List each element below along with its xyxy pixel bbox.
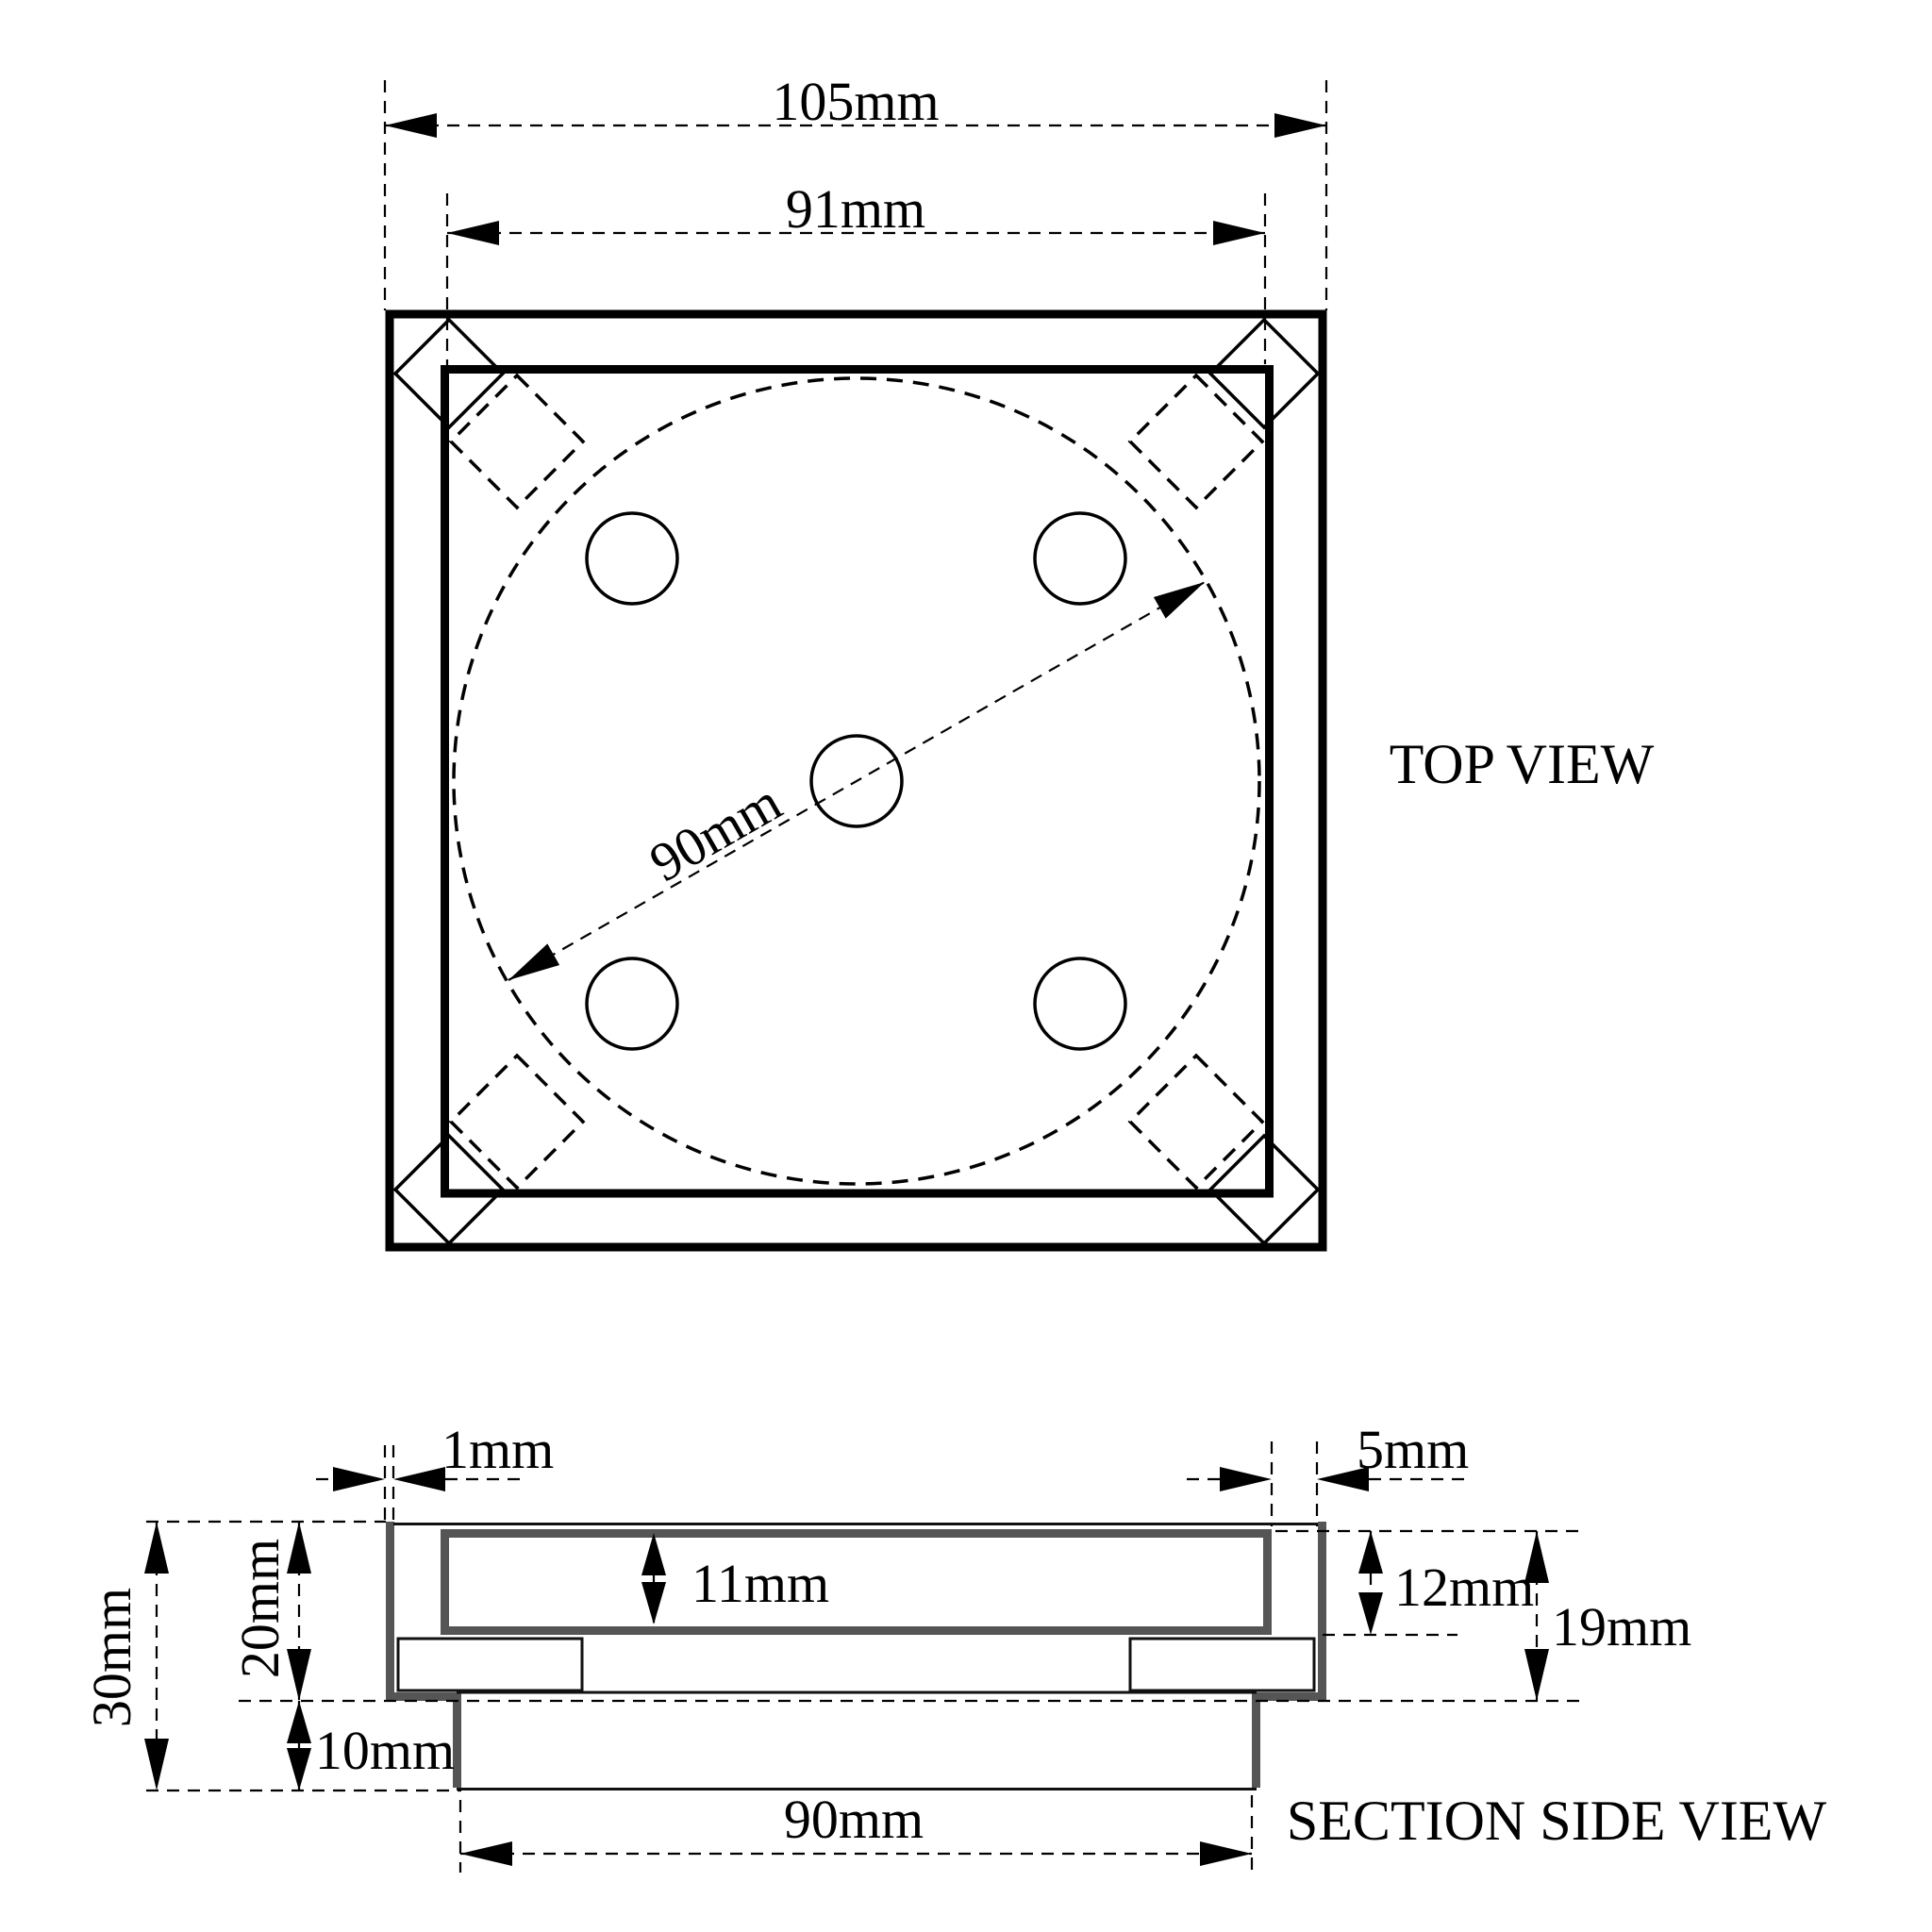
dim-circle-diameter-label: 90mm: [640, 771, 791, 893]
dimension-rim-width: 5mm: [1187, 1419, 1472, 1526]
right-block-section: [1128, 1637, 1316, 1692]
inner-cavity: [441, 1529, 1272, 1635]
dimension-inner-width: 91mm: [445, 178, 1267, 365]
tray-wall-left: [386, 1522, 461, 1788]
arrowhead-upper-right-icon: [1153, 582, 1205, 619]
top-view: 105mm 91mm 90mm TOP VIEW: [383, 71, 1655, 1252]
corner-post-top-left: [392, 317, 506, 430]
corner-post-top-right: [1208, 317, 1321, 430]
arrowhead-up-icon: [1524, 1531, 1549, 1583]
arrowhead-up-icon: [287, 1701, 311, 1743]
dim-recess-depth-label: 12mm: [1394, 1557, 1534, 1618]
arrowhead-down-icon: [641, 1582, 666, 1624]
arrowhead-right-icon: [1200, 1841, 1252, 1866]
dim-base-width-label: 90mm: [784, 1789, 924, 1850]
dimension-line: [508, 581, 1206, 981]
dimension-base-height: 10mm: [287, 1701, 455, 1790]
arrowhead-down-icon: [1358, 1592, 1383, 1635]
dim-outer-width-label: 105mm: [772, 71, 939, 132]
outer-square: [385, 309, 1327, 1252]
left-block-section: [396, 1637, 584, 1692]
arrowhead-left-icon: [1220, 1467, 1272, 1491]
bolt-circle-dashed: [452, 376, 1261, 1186]
dim-upper-height-label: 20mm: [229, 1539, 291, 1678]
arrowhead-right-icon: [1213, 221, 1265, 245]
dimension-wall-thickness: 1mm: [316, 1419, 554, 1522]
arrowhead-left-icon: [333, 1467, 385, 1491]
dimension-recess-depth: 12mm: [1358, 1531, 1534, 1635]
corner-post-bottom-left: [392, 1133, 506, 1246]
arrowhead-lower-left-icon: [508, 943, 560, 980]
top-view-title: TOP VIEW: [1390, 733, 1655, 795]
arrowhead-up-icon: [1358, 1531, 1383, 1574]
dimension-cavity-depth: 11mm: [641, 1533, 829, 1624]
hole-circle-bottom-right: [1033, 957, 1127, 1051]
arrowhead-left-icon: [460, 1841, 512, 1866]
dimension-total-height: 30mm: [81, 1522, 169, 1790]
corner-post-bottom-right: [1208, 1133, 1321, 1246]
arrowhead-right-icon: [393, 1467, 445, 1491]
tray-wall-right: [1252, 1522, 1326, 1788]
arrowhead-down-icon: [144, 1739, 169, 1790]
dim-base-height-label: 10mm: [315, 1720, 455, 1781]
arrowhead-up-icon: [641, 1533, 666, 1575]
arrowhead-right-icon: [1317, 1467, 1369, 1491]
section-view-title: SECTION SIDE VIEW: [1287, 1790, 1827, 1852]
dim-total-height-label: 30mm: [81, 1588, 142, 1727]
dimension-base-width: 90mm: [458, 1789, 1254, 1873]
hole-circle-bottom-left: [585, 957, 679, 1051]
hidden-corner-diamond-bottom-right: [1127, 1053, 1265, 1191]
hole-circle-top-right: [1033, 511, 1127, 606]
arrowhead-left-icon: [447, 221, 499, 245]
dimension-inner-height: 19mm: [1524, 1531, 1691, 1701]
dimension-upper-height: 20mm: [229, 1522, 311, 1701]
arrowhead-down-icon: [287, 1649, 311, 1701]
dim-rim-width-label: 5mm: [1357, 1419, 1469, 1480]
hole-circle-center: [809, 734, 904, 828]
arrowhead-left-icon: [385, 113, 437, 138]
arrowhead-up-icon: [144, 1522, 169, 1574]
arrowhead-down-icon: [1524, 1649, 1549, 1701]
dimension-circle-diameter: 90mm: [508, 581, 1206, 981]
dim-inner-width-label: 91mm: [786, 178, 925, 240]
dim-inner-height-label: 19mm: [1552, 1596, 1691, 1657]
dimension-outer-width: 105mm: [383, 71, 1328, 310]
arrowhead-right-icon: [1274, 113, 1326, 138]
arrowhead-up-icon: [287, 1522, 311, 1574]
inner-square: [441, 365, 1274, 1198]
hole-circle-top-left: [585, 511, 679, 606]
hidden-corner-diamond-top-left: [448, 373, 586, 510]
arrowhead-down-icon: [287, 1748, 311, 1790]
hidden-corner-diamond-top-right: [1127, 373, 1265, 510]
hidden-corner-diamond-bottom-left: [448, 1053, 586, 1191]
section-side-view: 1mm 5mm 11mm 12mm: [81, 1419, 1826, 1873]
dim-wall-thickness-label: 1mm: [441, 1419, 554, 1480]
dim-cavity-depth-label: 11mm: [691, 1553, 829, 1614]
